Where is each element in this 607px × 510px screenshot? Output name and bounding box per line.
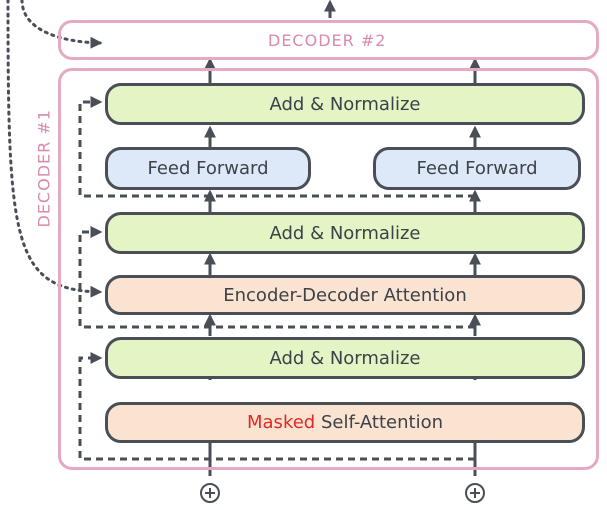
decoder-1-frame <box>58 68 599 470</box>
decoder-1-label: DECODER #1 <box>34 109 54 228</box>
decoder-2-label: DECODER #2 <box>268 31 387 50</box>
feed-forward-right: Feed Forward <box>373 147 581 190</box>
add-normalize-middle: Add & Normalize <box>105 212 585 254</box>
add-normalize-top: Add & Normalize <box>105 83 585 125</box>
plus-circle-icon <box>200 483 220 503</box>
residual-loop-bottom <box>78 352 475 461</box>
self-attention-label: Self-Attention <box>320 412 443 433</box>
masked-label: Masked <box>247 412 316 433</box>
masked-self-attention: Masked Self-Attention <box>105 402 585 443</box>
decoder-2-frame: DECODER #2 <box>58 20 599 60</box>
residual-loop-top <box>78 96 475 198</box>
encoder-output-to-decoder1 <box>6 0 103 298</box>
add-normalize-bottom: Add & Normalize <box>105 337 585 379</box>
feed-forward-left: Feed Forward <box>105 147 311 190</box>
encoder-output-to-decoder2 <box>20 0 103 49</box>
encoder-decoder-attention: Encoder-Decoder Attention <box>105 275 585 315</box>
residual-loop-middle <box>78 226 475 329</box>
plus-circle-icon <box>465 483 485 503</box>
